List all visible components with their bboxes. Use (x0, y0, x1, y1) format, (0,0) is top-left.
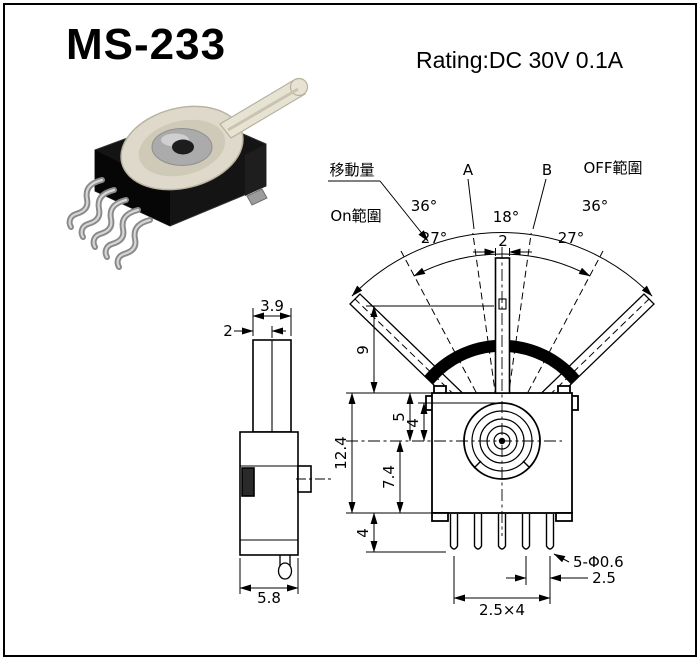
dim-pin-span: 2.5×4 (479, 601, 525, 619)
photo-terminal-tab (246, 188, 268, 206)
angle-on-right: 27° (558, 229, 585, 247)
dim-lever-length: 9 (354, 345, 372, 355)
rating-text: Rating:DC 30V 0.1A (416, 47, 624, 73)
dim-circle-top: 4 (404, 418, 422, 428)
side-body (239, 431, 312, 556)
angle-on-left: 27° (421, 229, 448, 247)
label-off-range: OFF範圍 (583, 159, 642, 177)
product-photo (66, 77, 309, 270)
side-bottom-pin (277, 555, 293, 580)
photo-lever (219, 77, 309, 139)
angle-arcs (328, 178, 653, 297)
lever-extreme-positions (349, 293, 655, 419)
side-dimensions (234, 308, 299, 594)
angle-off-right: 36° (582, 197, 609, 215)
dim-center-to-bottom: 7.4 (380, 465, 398, 489)
label-point-a: A (463, 161, 474, 179)
dim-center-to-top: 5 (390, 412, 408, 422)
dim-pin-length: 4 (354, 528, 372, 538)
front-pins (449, 514, 555, 550)
angle-off-left: 36° (411, 197, 438, 215)
side-terminal-block (241, 467, 255, 497)
dim-pin-diameter: 5-Φ0.6 (573, 553, 624, 571)
label-movement: 移動量 (329, 161, 374, 179)
angle-center: 18° (493, 208, 520, 226)
front-lever (494, 257, 511, 394)
side-lever (252, 339, 292, 433)
label-on-range: On範圍 (330, 207, 381, 225)
label-point-b: B (542, 161, 552, 179)
side-view-drawing: 3.9 2 5.8 (223, 297, 332, 607)
dim-body-depth: 5.8 (257, 589, 281, 607)
dim-pin-pitch: 2.5 (592, 569, 616, 587)
photo-pins (66, 177, 153, 270)
dim-lever-total-thickness: 3.9 (260, 297, 284, 315)
dim-lever-thickness: 2 (223, 322, 233, 340)
dim-lever-width: 2 (498, 232, 508, 250)
photo-pivot-dot (172, 139, 194, 155)
dim-body-height: 12.4 (332, 436, 350, 469)
front-view-drawing: 移動量 A B OFF範圍 On範圍 36° 18° 36° 27° 27° 2… (328, 159, 655, 619)
photo-rotor-disc (120, 105, 244, 191)
model-title: MS-233 (66, 20, 227, 69)
front-dimensions (346, 248, 588, 604)
